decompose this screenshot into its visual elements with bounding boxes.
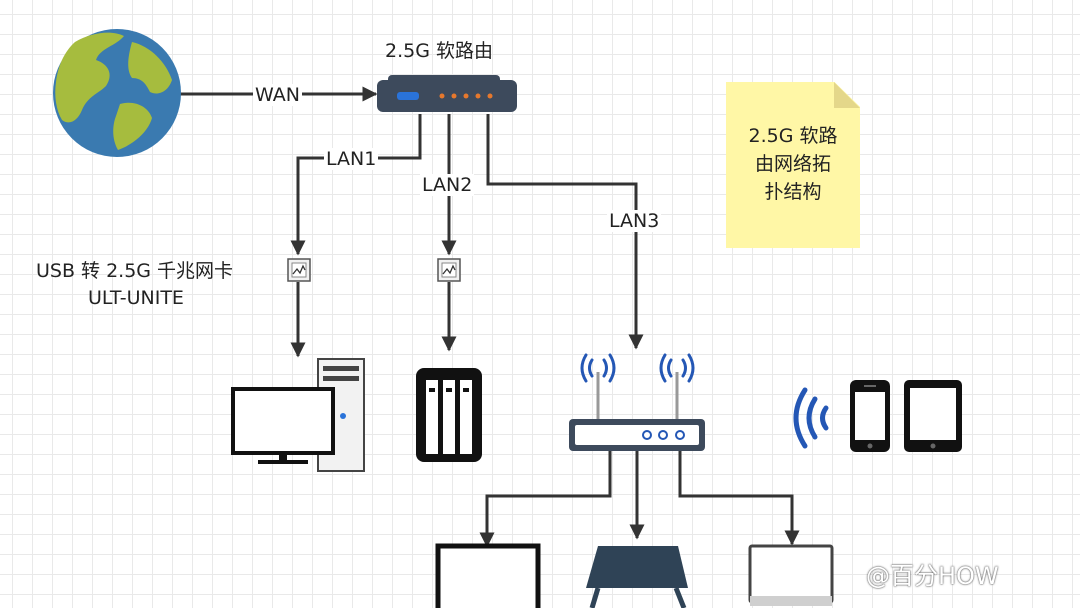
wifi-router-icon	[569, 353, 705, 451]
lan1-connector	[290, 114, 422, 256]
nic-label-line1: USB 转 2.5G 千兆网卡	[36, 260, 234, 282]
nas-storage-icon	[416, 368, 482, 462]
soft-router-icon	[377, 75, 517, 112]
wifi-router-to-laptop1-connector	[479, 450, 612, 548]
smartphone-icon	[850, 380, 890, 452]
wireless-signal-icon	[793, 387, 829, 449]
tablet-icon	[904, 380, 962, 452]
nic-label-line2: ULT-UNITE	[88, 287, 184, 309]
laptop-icon-2	[586, 546, 688, 608]
sticky-note	[726, 82, 860, 248]
wifi-router-to-laptop3-connector	[678, 450, 800, 546]
sticky-note-text: 2.5G 软路 由网络拓 扑结构	[748, 125, 838, 203]
laptop-icon-3	[748, 544, 834, 606]
wan-label: WAN	[253, 84, 302, 106]
lan3-connector	[486, 114, 644, 350]
usb-nic-icon-1	[287, 258, 311, 282]
lan1-label: LAN1	[324, 148, 379, 170]
lan2-label: LAN2	[420, 174, 475, 196]
lan3-label: LAN3	[607, 210, 662, 232]
internet-globe-icon	[53, 29, 181, 157]
router-title: 2.5G 软路由	[385, 40, 493, 62]
watermark: @百分HOW	[866, 562, 999, 590]
laptop-icon-1	[435, 543, 541, 608]
usb-nic-icon-2	[437, 258, 461, 282]
desktop-pc-icon	[231, 358, 365, 472]
